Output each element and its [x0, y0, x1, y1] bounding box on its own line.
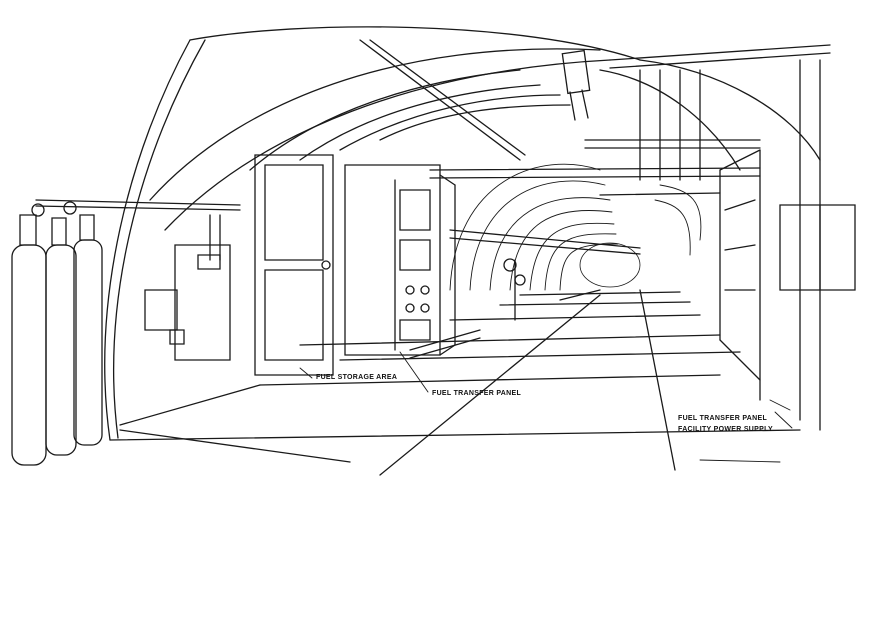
- wall-box: [145, 215, 230, 360]
- ceiling-light: [562, 51, 589, 120]
- storage-door: [255, 155, 333, 375]
- callout-fuel-transfer-panel: FUEL TRANSFER PANEL: [432, 390, 522, 397]
- right-power-cabinets: [720, 60, 855, 430]
- callout-facility-power-supply: FACILITY POWER SUPPLY: [678, 426, 773, 433]
- tunnel-rings: [450, 164, 701, 290]
- callout-leaders: [300, 352, 792, 462]
- fuel-transfer-cabinet: [345, 165, 480, 358]
- tunnel-ribs: [105, 27, 820, 440]
- callout-fuel-transfer-panel-right: FUEL TRANSFER PANEL: [678, 415, 768, 422]
- callout-fuel-storage-area: FUEL STORAGE AREA: [316, 374, 398, 381]
- overhead-pipes: [360, 40, 830, 254]
- gas-cylinders: [12, 200, 240, 465]
- floor: [110, 290, 800, 475]
- valve-assembly: [504, 259, 525, 320]
